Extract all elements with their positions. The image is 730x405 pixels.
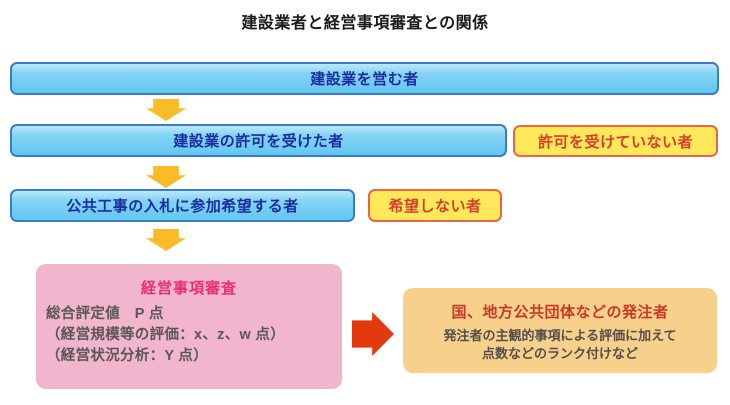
examination-details: 総合評定値 P 点 （経営規模等の評価：x、z、w 点） （経営状況分析：Y 点… xyxy=(36,304,342,367)
flow-box-public-works-bidder-label: 公共工事の入札に参加希望する者 xyxy=(66,198,299,215)
side-box-not-licensed-label: 許可を受けていない者 xyxy=(537,133,693,151)
right-arrow-icon xyxy=(352,312,394,356)
side-box-not-licensed: 許可を受けていない者 xyxy=(513,125,718,157)
flow-box-licensed-operator: 建設業の許可を受けた者 xyxy=(10,124,507,157)
orderer-line-ranking: 点数などのランク付けなど xyxy=(481,346,638,361)
examination-title: 経営事項審査 xyxy=(140,280,237,297)
orderer-details: 発注者の主観的事項による評価に加えて 点数などのランク付けなど xyxy=(403,327,717,363)
diagram-title: 建設業者と経営事項審査との関係 xyxy=(241,15,489,32)
down-arrow-icon xyxy=(146,229,186,251)
orderer-box: 国、地方公共団体などの発注者 発注者の主観的事項による評価に加えて 点数などのラ… xyxy=(403,288,717,373)
side-box-not-wishing: 希望しない者 xyxy=(368,189,502,222)
side-box-not-wishing-label: 希望しない者 xyxy=(388,198,482,215)
orderer-line-subjective-evaluation: 発注者の主観的事項による評価に加えて xyxy=(443,328,677,343)
examination-line-scale-evaluation: （経営規模等の評価：x、z、w 点） xyxy=(46,327,286,343)
flow-box-construction-operator-label: 建設業を営む者 xyxy=(310,71,419,88)
flow-box-construction-operator: 建設業を営む者 xyxy=(10,62,719,95)
down-arrow-icon xyxy=(146,99,186,121)
examination-box: 経営事項審査 総合評定値 P 点 （経営規模等の評価：x、z、w 点） （経営状… xyxy=(36,264,342,389)
flow-box-licensed-operator-label: 建設業の許可を受けた者 xyxy=(173,133,344,150)
flow-box-public-works-bidder: 公共工事の入札に参加希望する者 xyxy=(10,189,355,222)
orderer-title: 国、地方公共団体などの発注者 xyxy=(451,304,669,321)
down-arrow-icon xyxy=(146,166,186,188)
examination-line-total-score: 総合評定値 P 点 xyxy=(46,306,164,322)
examination-line-condition-analysis: （経営状況分析：Y 点） xyxy=(46,348,209,364)
